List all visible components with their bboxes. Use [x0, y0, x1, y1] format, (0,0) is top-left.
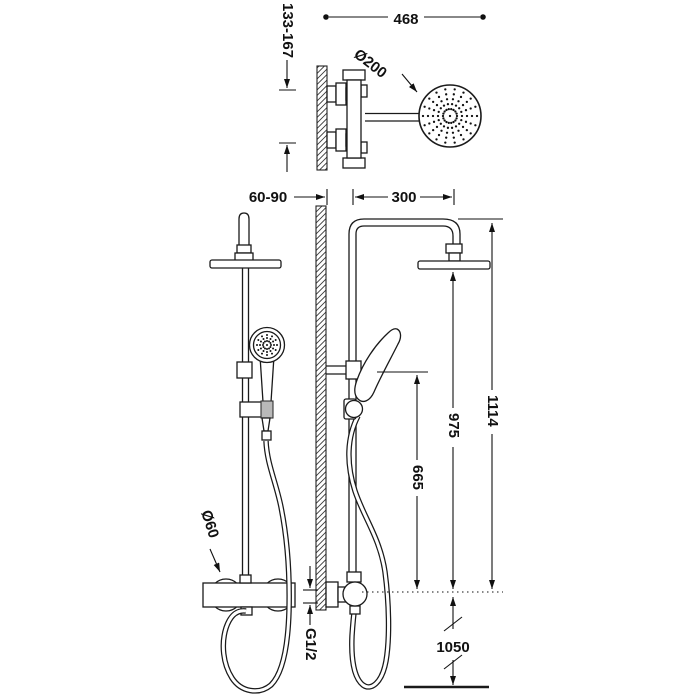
dim-dot-left: [323, 14, 329, 20]
dim-label-arm-reach: 300: [391, 189, 416, 206]
riser-top-cap-front: [238, 212, 250, 248]
side-view: 60-90 300: [249, 189, 503, 690]
rain-head-connector-front-1: [236, 244, 252, 254]
dim-inlet-spacing: 133-167: [279, 3, 296, 172]
dim-overall-depth: 468: [323, 11, 486, 28]
hose-nut-front: [261, 430, 272, 441]
slide-clamp-front-view: [236, 361, 253, 379]
dim-head-height: 975: [445, 272, 462, 589]
dim-label-overall-depth: 468: [393, 11, 418, 28]
dim-total-height: 1114: [484, 223, 501, 589]
wall-section-top-view: [316, 65, 328, 171]
dim-label-bracket-height: 665: [409, 465, 426, 490]
hand-shower-nozzle-dots: [256, 334, 278, 356]
riser-pipe-side-view: [348, 218, 461, 573]
mixer-knob-side: [342, 581, 368, 607]
dim-label-wall-connection: G1/2: [302, 628, 319, 661]
shower-arm-top-view: [365, 112, 420, 122]
dim-arm-reach: 300: [352, 189, 455, 206]
hand-shower-tail-cone: [261, 417, 271, 432]
top-view: 468 133-167: [279, 3, 486, 172]
mixer-bar: [202, 582, 296, 608]
hand-shower-holder-pivot: [344, 399, 364, 419]
mixer-body-top-view: [342, 69, 368, 169]
mixer-pipe-joint: [239, 574, 252, 584]
wall-section-side-view: [315, 205, 327, 611]
dim-install-height: 1050: [436, 597, 470, 685]
dim-wall-offset: 60-90: [249, 189, 328, 206]
riser-pipe-front-view: [241, 268, 250, 576]
dim-knob-diameter: Ø60: [197, 508, 222, 573]
hand-shower-holder-grip: [260, 400, 274, 419]
dim-label-inlet-spacing: 133-167: [279, 3, 296, 58]
mixer-side-view: [325, 571, 368, 615]
dim-wall-connection: G1/2: [302, 566, 319, 661]
dim-dot-right: [480, 14, 486, 20]
hose-side-view: [346, 414, 392, 690]
dim-label-knob-diameter: Ø60: [197, 508, 222, 540]
hand-shower-side-view: [343, 328, 402, 420]
dim-label-head-height: 975: [445, 413, 462, 438]
hand-shower-holder: [239, 401, 263, 418]
front-view: Ø60: [197, 212, 296, 694]
mixer-front-view: [202, 574, 296, 616]
slide-bar-bracket-side: [326, 360, 362, 380]
hose-front-view: [220, 440, 292, 694]
hand-shower-front-view: [239, 326, 286, 441]
rain-head-top-view: [418, 84, 482, 148]
dim-bracket-height: 665: [409, 375, 426, 589]
dim-label-total-height: 1114: [484, 395, 501, 427]
rain-head-nozzle-dots: [421, 88, 479, 144]
rain-head-side-view: [417, 260, 491, 270]
dim-label-install-height: 1050: [436, 639, 469, 656]
dim-label-wall-offset: 60-90: [249, 189, 287, 206]
rain-head-connector-side: [445, 243, 463, 262]
rain-head-front-view: [209, 259, 282, 269]
